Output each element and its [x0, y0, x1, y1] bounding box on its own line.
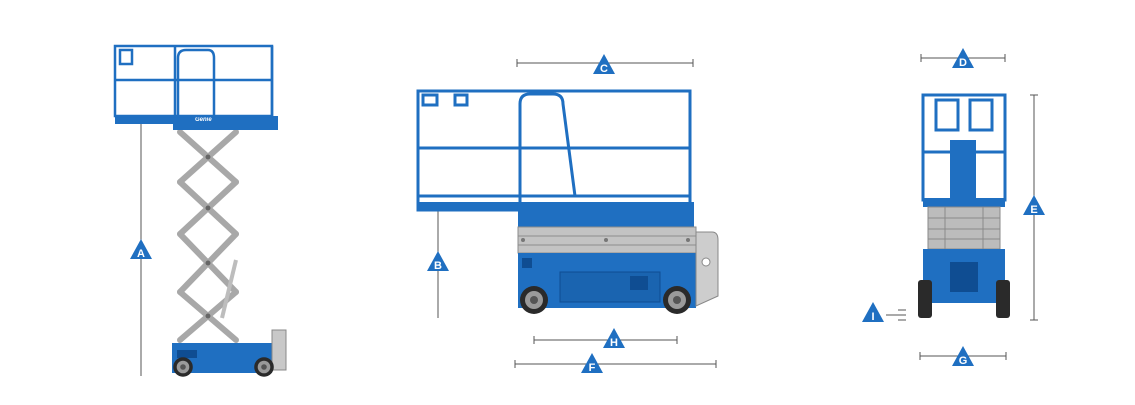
- platform-guardrail: [113, 44, 274, 118]
- front-wheel: [520, 286, 548, 314]
- stowed-deck: [418, 202, 694, 211]
- label-a-marker: A: [130, 239, 152, 260]
- scissor-stack: [177, 129, 239, 343]
- label-f-marker: F: [581, 353, 603, 374]
- label-f: F: [589, 362, 596, 374]
- label-b: B: [434, 260, 442, 272]
- label-h-marker: H: [603, 328, 625, 349]
- label-d: D: [959, 57, 967, 69]
- counterweight-plate: [271, 329, 287, 371]
- end-deck: [923, 198, 1005, 207]
- stowed-guardrail: [416, 89, 692, 212]
- label-h: H: [610, 337, 618, 349]
- label-i: I: [871, 311, 874, 323]
- label-i-marker: I: [862, 302, 884, 323]
- end-view: D E: [862, 48, 1045, 367]
- label-e-marker: E: [1023, 195, 1045, 216]
- platform-deck: [115, 116, 278, 124]
- label-a: A: [137, 248, 145, 260]
- label-b-marker: B: [427, 251, 449, 272]
- rear-wheel: [663, 286, 691, 314]
- label-c: C: [600, 63, 608, 75]
- end-right-wheel: [996, 280, 1010, 318]
- end-scissor-stack: [927, 206, 1001, 250]
- label-d-marker: D: [952, 48, 974, 69]
- side-view-stowed: C B: [416, 54, 719, 374]
- label-e: E: [1030, 204, 1037, 216]
- side-view-extended: Genie A: [113, 44, 287, 377]
- brand-label: Genie: [195, 117, 212, 123]
- label-g-marker: G: [952, 346, 974, 367]
- rear-plate: [695, 231, 719, 307]
- label-c-marker: C: [593, 54, 615, 75]
- label-g: G: [959, 355, 968, 367]
- end-left-wheel: [918, 280, 932, 318]
